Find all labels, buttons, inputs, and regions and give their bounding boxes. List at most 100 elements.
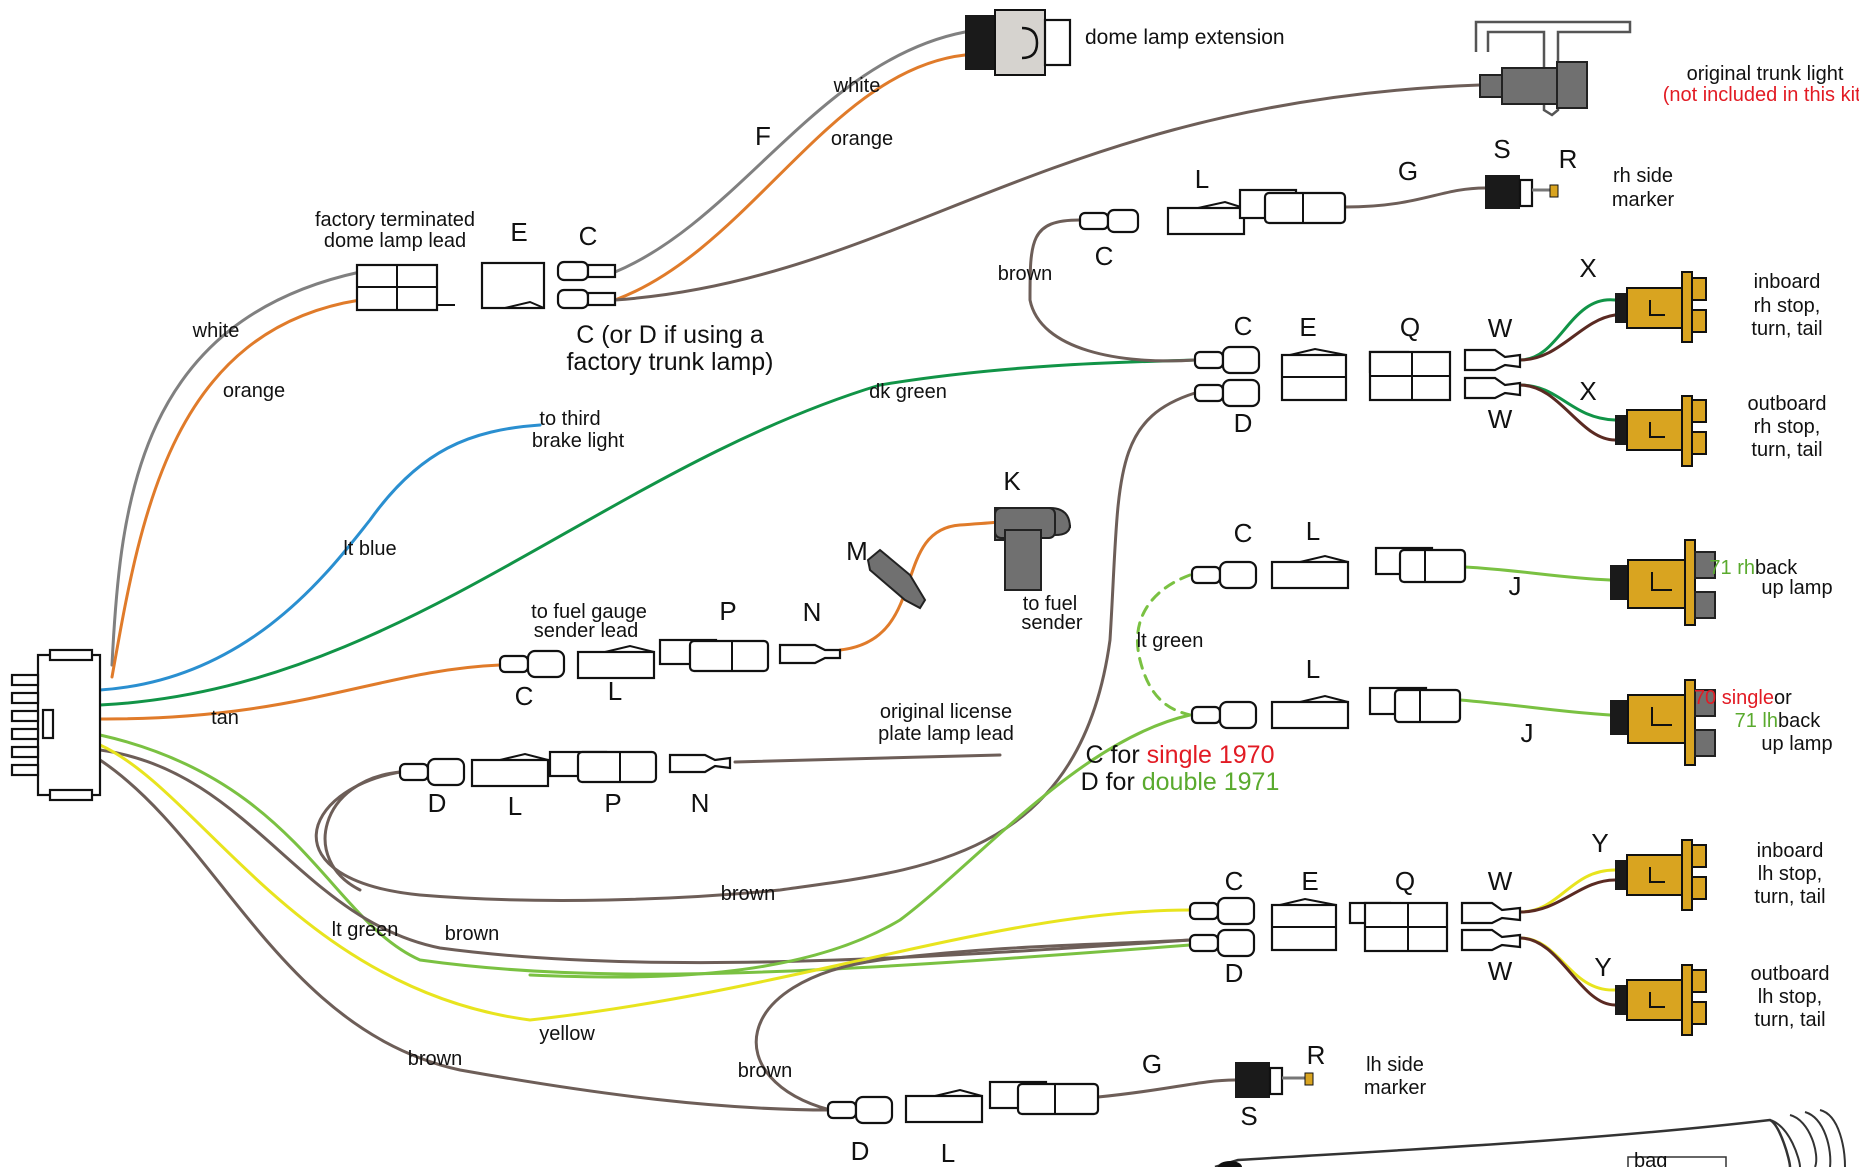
q-housing-lh	[1348, 901, 1449, 953]
code-c-lh: C	[1225, 866, 1244, 896]
code-g-lh: G	[1142, 1049, 1162, 1079]
lamp-socket-outboard-lh	[1615, 964, 1707, 1036]
wire-tan	[98, 663, 502, 721]
wire-lt-green-lh	[98, 733, 1192, 976]
code-d-rh: D	[1234, 408, 1253, 438]
backup-70-b: or	[1774, 687, 1792, 709]
label-white-left: white	[192, 320, 240, 342]
code-e-rh: E	[1299, 312, 1316, 342]
code-x-top: X	[1579, 253, 1596, 283]
license-label-2: plate lamp lead	[878, 723, 1014, 745]
outboard-lh-label-3: turn, tail	[1754, 1009, 1825, 1031]
inboard-rh-label-2: rh stop,	[1754, 295, 1821, 317]
code-w-lh-bottom: W	[1488, 956, 1513, 986]
wire-j-lh	[1458, 698, 1612, 717]
label-white-top: white	[833, 75, 881, 97]
label-brown-top: brown	[998, 263, 1052, 285]
l-housing-rh-marker	[1166, 200, 1246, 236]
m-grommet	[866, 548, 927, 610]
dome-lamp-extension-connector	[965, 9, 1072, 76]
code-x-bottom: X	[1579, 376, 1596, 406]
code-c-fuel: C	[515, 681, 534, 711]
c-terminal-backup-rh	[1190, 560, 1258, 590]
rh-side-marker-label-1: rh side	[1613, 165, 1673, 187]
code-n-fuel: N	[803, 597, 822, 627]
c-terminal-backup-lh	[1190, 700, 1258, 730]
double-1971-text: double 1971	[1142, 768, 1280, 796]
outboard-rh-label-3: turn, tail	[1751, 439, 1822, 461]
wire-dk-green	[98, 358, 1197, 707]
code-l-license: L	[508, 791, 522, 821]
parts-bag	[1214, 1109, 1846, 1167]
code-m: M	[846, 536, 868, 566]
label-lt-green-left: lt green	[332, 919, 399, 941]
d-terminal-license	[398, 757, 466, 787]
backup-70-a: 70 single	[1694, 687, 1774, 709]
g-plug-rh-marker	[1238, 188, 1347, 225]
label-dk-green: dk green	[869, 381, 947, 403]
wire-yellow	[98, 743, 1192, 1022]
e-adapter-lh	[1270, 897, 1338, 952]
n-terminal-fuel	[778, 643, 842, 665]
q-housing-rh	[1368, 350, 1452, 402]
c-terminal-fuel	[498, 649, 566, 679]
fuel-sender-connector-k	[994, 507, 1071, 591]
c-or-d-note-1: C (or D if using a	[576, 321, 764, 349]
wire-y-brown-out	[1518, 936, 1617, 1007]
code-l-backup-lh: L	[1306, 654, 1320, 684]
wire-lt-green-backup	[528, 713, 1192, 979]
code-y-top: Y	[1591, 828, 1608, 858]
e-adapter-top	[480, 261, 546, 310]
wire-brown-license	[733, 753, 1002, 764]
wires	[98, 30, 1617, 1112]
rh-side-marker-label-2: marker	[1612, 189, 1675, 211]
code-d-license: D	[428, 788, 447, 818]
l-housing-backup-lh	[1270, 694, 1350, 730]
label-orange-top: orange	[831, 128, 893, 150]
backup-70-c: 71 lh	[1735, 710, 1778, 732]
inboard-lh-label-2: lh stop,	[1758, 863, 1822, 885]
wire-x-green-in	[1518, 298, 1617, 362]
label-brown-bottom: brown	[738, 1060, 792, 1082]
backup-71-rh-a: 71 rh	[1709, 557, 1755, 579]
e-adapter-rh	[1280, 347, 1348, 402]
inboard-lh-label-1: inboard	[1757, 840, 1824, 862]
code-q-rh: Q	[1400, 312, 1420, 342]
trunk-light	[1474, 20, 1632, 117]
fuel-sender-label-2: sender	[1021, 612, 1082, 634]
label-yellow: yellow	[539, 1023, 595, 1045]
c-for-text: C for	[1085, 741, 1146, 769]
label-brown-low: brown	[408, 1048, 462, 1070]
lamp-socket-outboard-rh	[1615, 395, 1707, 467]
wire-brown-lh-marker	[754, 938, 1192, 1112]
code-e-lh: E	[1301, 866, 1318, 896]
main-harness-connector	[10, 648, 102, 802]
code-w-rh-top: W	[1488, 313, 1513, 343]
inboard-rh-label-3: turn, tail	[1751, 318, 1822, 340]
outboard-lh-label-1: outboard	[1751, 963, 1830, 985]
code-j-lh: J	[1521, 718, 1534, 748]
fuel-gauge-label-2: sender lead	[534, 620, 639, 642]
wire-orange-extension	[613, 53, 967, 302]
cd-terminals-rh	[1193, 345, 1261, 408]
backup-70-e: up lamp	[1761, 733, 1832, 755]
p-plug-license	[548, 750, 658, 784]
code-j-rh: J	[1509, 571, 1522, 601]
wire-brown-low	[98, 758, 832, 1112]
wire-y-yellow-in	[1518, 868, 1617, 914]
d-for-double-1971-note: D for double 1971	[1081, 768, 1280, 796]
code-n-license: N	[691, 788, 710, 818]
single-1970-text: single 1970	[1147, 741, 1275, 769]
l-housing-backup-rh	[1270, 554, 1350, 590]
wire-y-brown-in	[1518, 878, 1617, 914]
side-marker-socket-lh	[1235, 1062, 1314, 1098]
code-f: F	[755, 121, 771, 151]
code-q-lh: Q	[1395, 866, 1415, 896]
code-r-rh: R	[1559, 144, 1578, 174]
code-k: K	[1003, 466, 1021, 496]
lamp-socket-inboard-rh	[1615, 271, 1707, 343]
l-housing-license	[470, 752, 550, 788]
p-plug-fuel	[658, 638, 770, 673]
code-e-top: E	[510, 217, 527, 247]
